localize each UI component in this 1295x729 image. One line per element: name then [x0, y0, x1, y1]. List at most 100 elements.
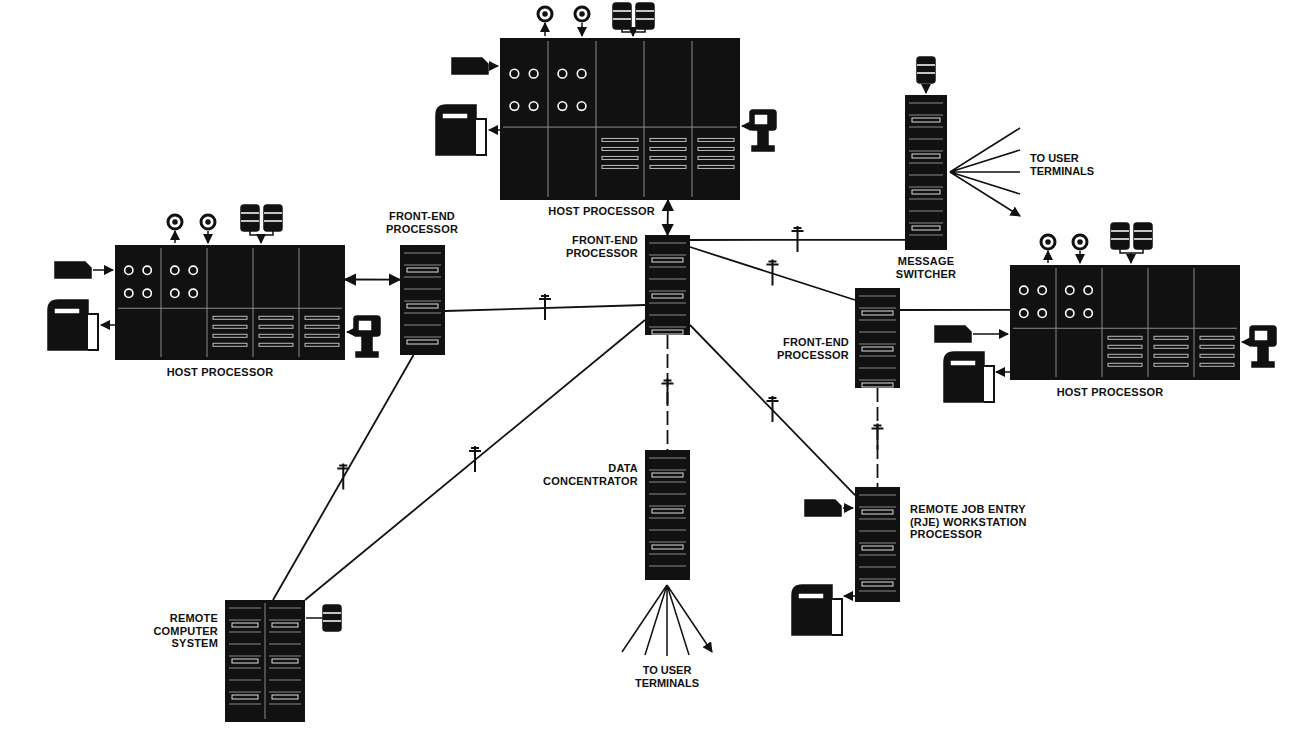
cabinet-detail — [400, 245, 445, 355]
io-arrow — [1048, 251, 1080, 263]
pole-symbol — [337, 464, 349, 490]
node-label: FRONT-END PROCESSOR — [538, 234, 638, 259]
host-cabinet: HOST PROCESSOR — [115, 245, 345, 360]
pole-symbol — [792, 226, 804, 252]
pole-symbol — [767, 260, 779, 286]
pole-symbol — [767, 260, 779, 286]
cabinet-detail — [115, 245, 345, 360]
node-label: FRONT-END PROCESSOR — [372, 210, 472, 235]
pole-symbol — [872, 424, 884, 450]
pole-symbol — [872, 424, 884, 450]
node-label: HOST PROCESSOR — [515, 205, 655, 218]
cabinet-detail — [855, 487, 900, 602]
processor-cabinet: MESSAGE SWITCHER — [905, 95, 947, 250]
card-reader — [55, 262, 91, 278]
io-arrow — [844, 595, 855, 597]
terminal — [750, 110, 776, 151]
io-arrow — [742, 125, 749, 127]
tape-drive — [1073, 235, 1087, 249]
communication-link — [305, 320, 645, 600]
io-arrow — [1242, 341, 1249, 343]
io-arrow — [545, 23, 582, 36]
disk-pack — [917, 57, 935, 83]
printer — [436, 105, 486, 155]
disk-pack — [1134, 223, 1152, 249]
node-name: MESSAGE SWITCHER — [886, 255, 966, 280]
communication-link — [345, 279, 400, 281]
pole-symbol — [767, 396, 779, 422]
communication-link — [690, 247, 855, 300]
terminal — [1250, 326, 1276, 367]
communication-link — [900, 309, 1010, 311]
disk-pack — [241, 205, 259, 231]
tape-drive — [201, 215, 215, 229]
terminal — [354, 316, 380, 357]
io-arrow — [622, 29, 645, 36]
pole-symbol — [337, 464, 349, 490]
io-arrow — [93, 269, 113, 271]
card-reader — [935, 326, 971, 342]
pole-symbol — [767, 396, 779, 422]
node-name: REMOTE JOB ENTRY (RJE) WORKSTATION PROCE… — [910, 503, 1040, 541]
pole-symbol — [469, 446, 481, 472]
printer — [48, 300, 98, 350]
node-name: FRONT-END PROCESSOR — [745, 336, 849, 361]
printer — [944, 352, 994, 402]
card-reader — [805, 500, 841, 516]
disk-pack — [323, 605, 341, 631]
node-name: HOST PROCESSOR — [515, 205, 655, 218]
terminal-label: TO USER TERMINALS — [1030, 152, 1110, 177]
node-label: FRONT-END PROCESSOR — [745, 336, 849, 361]
processor-cabinet: REMOTE COMPUTER SYSTEM — [225, 600, 305, 722]
processor-cabinet: DATA CONCENTRATOR — [645, 450, 690, 580]
tape-drive — [575, 7, 589, 21]
card-reader — [452, 58, 488, 74]
node-name: REMOTE COMPUTER SYSTEM — [120, 612, 218, 650]
node-label: DATA CONCENTRATOR — [538, 462, 638, 487]
pole-symbol — [469, 446, 481, 472]
node-name: DATA CONCENTRATOR — [538, 462, 638, 487]
tape-drive — [538, 7, 552, 21]
cabinet-detail — [225, 600, 305, 722]
printer — [792, 585, 842, 635]
io-arrow — [101, 324, 115, 326]
io-arrow — [843, 507, 853, 509]
pole-symbol — [662, 379, 674, 405]
terminal-arrow — [622, 585, 712, 656]
communication-link — [273, 355, 414, 600]
pole-symbol — [662, 379, 674, 405]
terminal-label: TO USER TERMINALS — [627, 664, 707, 689]
pole-symbol — [792, 226, 804, 252]
pole-symbol — [539, 294, 551, 320]
io-arrow — [973, 333, 1008, 335]
pole-symbol — [539, 294, 551, 320]
node-label: HOST PROCESSOR — [150, 366, 290, 379]
processor-cabinet: FRONT-END PROCESSOR — [645, 235, 690, 335]
io-arrow — [250, 231, 273, 243]
cabinet-detail — [500, 38, 740, 200]
node-name: HOST PROCESSOR — [150, 366, 290, 379]
disk-pack — [636, 3, 654, 29]
node-label: REMOTE JOB ENTRY (RJE) WORKSTATION PROCE… — [910, 503, 1040, 541]
disk-pack — [264, 205, 282, 231]
processor-cabinet: REMOTE JOB ENTRY (RJE) WORKSTATION PROCE… — [855, 487, 900, 602]
node-name: HOST PROCESSOR — [1040, 386, 1180, 399]
cabinet-detail — [855, 288, 900, 388]
node-label: REMOTE COMPUTER SYSTEM — [120, 612, 218, 650]
terminal-arrow — [950, 128, 1020, 216]
communication-link — [690, 325, 855, 495]
io-arrow — [347, 331, 353, 333]
io-arrow — [490, 65, 498, 67]
io-arrow — [1120, 249, 1143, 263]
tape-drive — [1041, 235, 1055, 249]
disk-pack — [1111, 223, 1129, 249]
processor-cabinet: FRONT-END PROCESSOR — [855, 288, 900, 388]
cabinet-detail — [1010, 265, 1240, 380]
io-arrow — [175, 231, 208, 243]
io-line — [306, 617, 323, 619]
cabinet-detail — [645, 450, 690, 580]
disk-pack — [613, 3, 631, 29]
host-cabinet: HOST PROCESSOR — [500, 38, 740, 200]
tape-drive — [168, 215, 182, 229]
